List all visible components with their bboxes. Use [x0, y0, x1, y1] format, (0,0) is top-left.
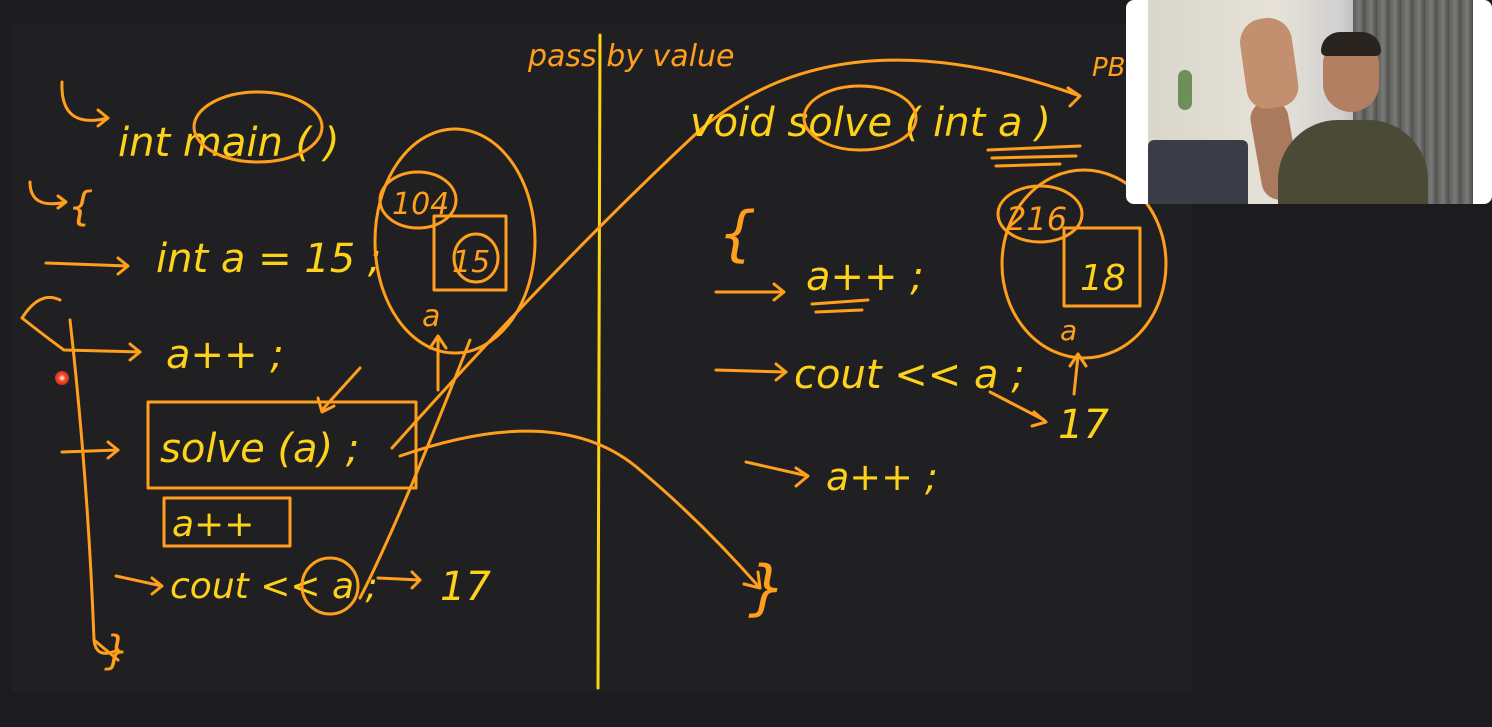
left-memory-box [432, 214, 508, 292]
right-memory-address: 216 [1006, 200, 1067, 238]
right-memory-value: 18 [1080, 258, 1126, 299]
right-open-brace: { [718, 199, 756, 269]
presenter-body [1278, 120, 1428, 204]
left-address-circle [378, 170, 458, 230]
left-close-brace: } [104, 628, 129, 674]
arrow-up-right-var [1068, 352, 1088, 396]
arrow-right-output [988, 390, 1048, 428]
left-inc: a++ ; [166, 332, 284, 378]
left-memory-bubble [373, 127, 537, 355]
right-close-brace: } [748, 553, 786, 623]
arrow-up-to-var [428, 334, 448, 392]
presenter-raised-hand [1236, 14, 1302, 112]
arrow-call-to-function [390, 58, 1082, 450]
page-title: pass by value [527, 39, 735, 74]
right-corner-label: PB [1092, 53, 1126, 83]
print-var-circle [300, 556, 360, 616]
right-inc-underline [810, 298, 870, 314]
right-signature: void solve ( int a ) [690, 100, 1051, 146]
right-memory-box [1062, 226, 1142, 308]
left-print: cout << a ; [170, 566, 378, 607]
right-print: cout << a ; [794, 352, 1025, 398]
arrow-right-print [714, 362, 788, 382]
main-circle [192, 90, 324, 164]
right-inc: a++ ; [806, 254, 924, 300]
arrow-right-inc2 [744, 460, 810, 488]
webcam-video-frame [1148, 0, 1473, 204]
laser-pointer-dot [55, 371, 69, 385]
right-memory-bubble [1000, 168, 1168, 360]
arrow-print [114, 574, 164, 596]
center-divider-line [596, 33, 602, 690]
right-output: 17 [1058, 402, 1109, 448]
whiteboard-canvas[interactable] [12, 24, 1192, 692]
solve-name-circle [802, 84, 918, 152]
presenter-hair [1321, 32, 1381, 56]
arrow-output [376, 570, 422, 590]
arrow-inc [20, 295, 142, 362]
left-memory-value: 15 [452, 245, 490, 280]
left-decl: int a = 15 ; [156, 236, 381, 282]
left-inc2: a++ [172, 504, 254, 545]
arrow-main [60, 80, 110, 128]
left-value-circle [452, 232, 500, 284]
inc2-box [162, 496, 292, 548]
arrow-call [60, 440, 120, 460]
left-open-brace: { [68, 184, 93, 230]
arrow-right-inc [714, 282, 786, 302]
bracket-line [68, 318, 120, 662]
left-var-label: a [422, 299, 440, 334]
right-address-circle [996, 184, 1084, 244]
right-var-label: a [1060, 314, 1077, 347]
call-box [146, 400, 418, 490]
background-sofa [1148, 140, 1248, 204]
arrow-into-call [316, 366, 362, 414]
left-output: 17 [440, 564, 491, 610]
presenter-webcam[interactable] [1126, 0, 1492, 204]
arrow-value-copy [358, 338, 472, 600]
param-underline [986, 144, 1082, 168]
left-call: solve (a) ; [160, 426, 359, 472]
arrow-decl [44, 256, 130, 276]
arrow-return [398, 429, 762, 590]
right-inc2: a++ ; [826, 455, 938, 499]
arrow-brace [28, 180, 68, 210]
background-plant [1178, 70, 1192, 110]
